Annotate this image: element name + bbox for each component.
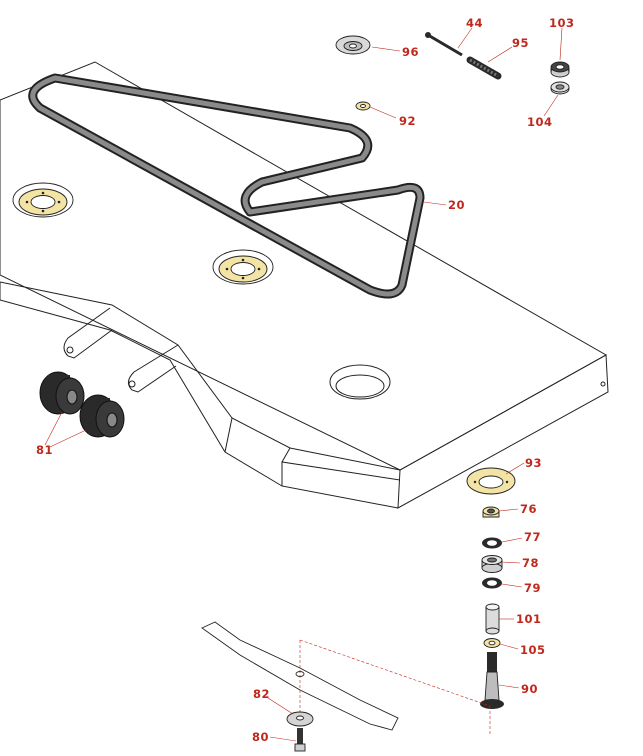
spindle-shaft-90 bbox=[480, 652, 504, 709]
callout-78: 78 bbox=[522, 556, 539, 570]
drive-belt bbox=[28, 73, 425, 299]
callout-93: 93 bbox=[525, 456, 542, 470]
callout-77: 77 bbox=[524, 530, 541, 544]
deck-bearing-center bbox=[212, 249, 274, 285]
seal-77 bbox=[482, 537, 502, 549]
callout-103: 103 bbox=[549, 16, 575, 30]
washer-105 bbox=[483, 638, 501, 648]
spring-95 bbox=[466, 56, 502, 80]
callout-labels: 44 95 103 104 96 92 20 81 93 76 77 78 79… bbox=[36, 16, 575, 744]
callout-96: 96 bbox=[402, 45, 419, 59]
bearing-104 bbox=[550, 81, 570, 95]
callout-44: 44 bbox=[466, 16, 483, 30]
callout-79: 79 bbox=[524, 581, 541, 595]
nut-76 bbox=[482, 506, 500, 518]
blade-washer-82 bbox=[286, 711, 314, 727]
bearing-78 bbox=[481, 555, 503, 573]
roller-81-right bbox=[79, 394, 125, 438]
callout-101: 101 bbox=[516, 612, 542, 626]
callout-76: 76 bbox=[520, 502, 537, 516]
callout-20: 20 bbox=[448, 198, 465, 212]
bolt-80 bbox=[294, 728, 306, 752]
callout-95: 95 bbox=[512, 36, 529, 50]
mower-deck bbox=[0, 61, 609, 509]
callout-81: 81 bbox=[36, 443, 53, 457]
leader-lines bbox=[44, 27, 563, 742]
callout-105: 105 bbox=[520, 643, 546, 657]
roller-81-left bbox=[39, 371, 85, 415]
callout-82: 82 bbox=[253, 687, 270, 701]
callout-92: 92 bbox=[399, 114, 416, 128]
callout-90: 90 bbox=[521, 682, 538, 696]
callout-104: 104 bbox=[527, 115, 553, 129]
washer-92 bbox=[355, 101, 371, 111]
seal-79 bbox=[482, 577, 502, 589]
spring-rod-44 bbox=[425, 32, 463, 57]
mower-blade bbox=[201, 621, 491, 736]
spacer-101 bbox=[485, 603, 500, 635]
callout-80: 80 bbox=[252, 730, 269, 744]
deck-bearing-left bbox=[12, 182, 74, 218]
cup-washer-96 bbox=[335, 35, 371, 55]
bearing-housing-93 bbox=[466, 467, 516, 495]
bearing-103 bbox=[550, 61, 570, 78]
